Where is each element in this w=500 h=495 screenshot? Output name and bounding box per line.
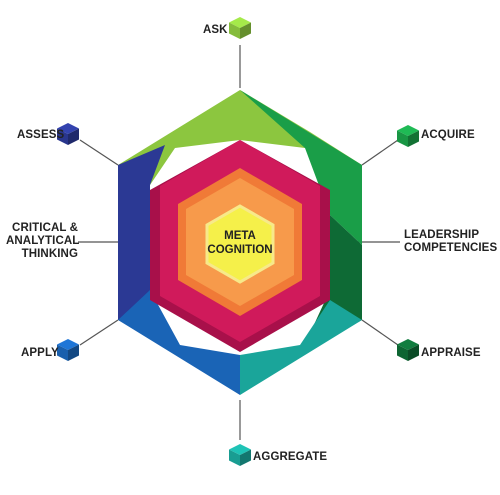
connector-appraise: [361, 319, 399, 346]
center-hexagon: [205, 204, 275, 284]
cube-face-right: [408, 344, 419, 361]
cube-acquire-icon: [397, 125, 419, 147]
label-critical-analytical-thinking: CRITICAL & ANALYTICAL THINKING: [6, 222, 80, 260]
cube-face-left: [229, 449, 240, 466]
cube-face-right: [240, 449, 251, 466]
label-ask: ASK: [203, 24, 228, 36]
connector-acquire: [361, 139, 399, 166]
outer-segment-ask: [118, 90, 362, 185]
connector-apply: [79, 319, 119, 346]
cube-appraise-icon: [397, 339, 419, 361]
outer-segment-assess: [118, 145, 165, 320]
outer-segment-apply: [118, 245, 240, 395]
cube-ask-icon: [229, 17, 251, 39]
cube-face-left: [397, 130, 408, 147]
outer-segment-acquire: [240, 90, 362, 245]
label-acquire: ACQUIRE: [421, 129, 475, 141]
cube-face-right: [68, 344, 79, 361]
cube-apply-icon: [57, 339, 79, 361]
cube-face-left: [57, 128, 68, 145]
label-aggregate: AGGREGATE: [253, 451, 328, 463]
cube-aggregate-icon: [229, 444, 251, 466]
label-leadership-competencies: LEADERSHIP COMPETENCIES: [404, 229, 498, 254]
cube-face-left: [397, 344, 408, 361]
outer-segment-aggregate: [240, 300, 362, 395]
cube-face-left: [229, 22, 240, 39]
center-label: META COGNITION: [207, 230, 273, 256]
label-assess: ASSESS: [17, 129, 65, 141]
label-appraise: APPRAISE: [421, 347, 481, 359]
cube-face-right: [68, 128, 79, 145]
label-apply: APPLY: [21, 347, 59, 359]
cube-face-right: [408, 130, 419, 147]
cube-face-right: [240, 22, 251, 39]
connector-assess: [79, 139, 119, 166]
cube-face-left: [57, 344, 68, 361]
cube-assess-icon: [57, 123, 79, 145]
